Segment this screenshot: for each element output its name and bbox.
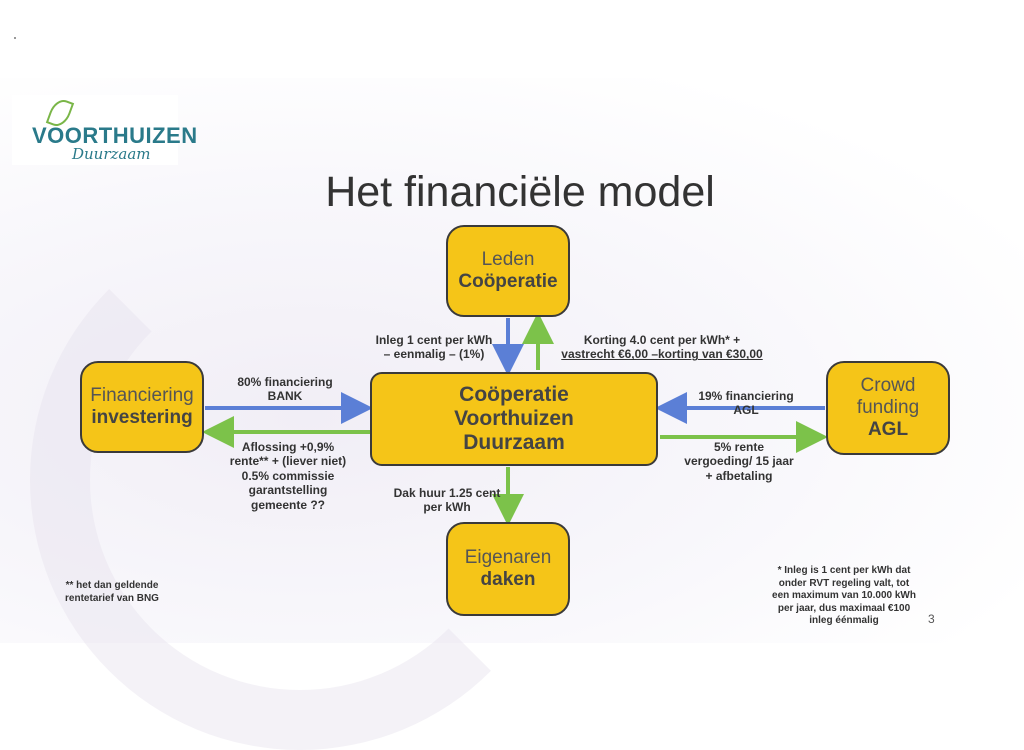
label-aflossing: Aflossing +0,9% rente** + (liever niet) … xyxy=(218,440,358,512)
footnote-right-line5: inleg éénmalig xyxy=(809,615,879,626)
node-eigenaren-line1: Eigenaren xyxy=(464,547,552,569)
label-dakhuur-line1: Dak huur 1.25 cent xyxy=(393,486,501,500)
page-title: Het financiële model xyxy=(325,168,715,216)
footnote-right: * Inleg is 1 cent per kWh dat onder RVT … xyxy=(756,565,932,628)
node-leden-line1: Leden xyxy=(481,249,535,271)
node-leden-line2: Coöperatie xyxy=(458,271,558,292)
label-dakhuur-line2: per kWh xyxy=(423,500,471,515)
footnote-right-line1: * Inleg is 1 cent per kWh dat xyxy=(777,565,911,576)
logo-sub-text: Duurzaam xyxy=(72,145,151,163)
page-number: 3 xyxy=(928,612,935,626)
label-bank-line1: 80% financiering xyxy=(237,375,333,389)
footnote-left: ** het dan geldende rentetarief van BNG xyxy=(50,580,174,605)
node-crowd-line3: AGL xyxy=(867,418,909,440)
label-rente-line1: 5% rente xyxy=(713,440,765,454)
label-rente-line2: vergoeding/ 15 jaar xyxy=(684,454,794,469)
label-inleg-line1: Inleg 1 cent per kWh xyxy=(375,333,493,347)
label-agl: 19% financiering AGL xyxy=(686,389,806,418)
label-rente-line3: + afbetaling xyxy=(705,468,773,483)
footnote-right-line4: per jaar, dus maximaal €100 xyxy=(777,602,911,614)
node-leden: Leden Coöperatie xyxy=(446,225,570,317)
node-center: Coöperatie Voorthuizen Duurzaam xyxy=(370,372,658,466)
label-rente: 5% rente vergoeding/ 15 jaar + afbetalin… xyxy=(672,440,806,483)
node-center-line3: Duurzaam xyxy=(463,431,565,455)
node-center-line2: Voorthuizen xyxy=(454,406,574,430)
logo-main-text: VOORTHUIZEN xyxy=(32,123,198,148)
node-center-line1: Coöperatie xyxy=(459,382,569,406)
node-eigenaren: Eigenaren daken xyxy=(446,522,570,616)
arrows-layer xyxy=(202,312,828,526)
label-aflossing-line4: garantstelling xyxy=(248,483,328,498)
label-dakhuur: Dak huur 1.25 cent per kWh xyxy=(384,486,510,515)
label-agl-line1: 19% financiering xyxy=(698,389,794,403)
node-eigenaren-line2: daken xyxy=(480,569,536,590)
label-bank: 80% financiering BANK xyxy=(224,375,346,404)
node-financiering-line2: investering xyxy=(91,407,193,428)
label-korting: Korting 4.0 cent per kWh* + vastrecht €6… xyxy=(553,333,771,362)
label-korting-line1: Korting 4.0 cent per kWh* + xyxy=(583,333,741,347)
label-korting-line2: vastrecht €6,00 –korting van €30,00 xyxy=(561,347,763,362)
footnote-right-line2: onder RVT regeling valt, tot xyxy=(778,577,910,589)
node-crowd-line1: Crowd xyxy=(860,375,916,397)
node-financiering-line1: Financiering xyxy=(90,385,194,407)
logo: VOORTHUIZEN Duurzaam xyxy=(12,95,197,165)
label-bank-line2: BANK xyxy=(267,389,303,404)
footnote-right-line3: een maximum van 10.000 kWh xyxy=(772,590,916,601)
label-inleg-line2: – eenmalig – (1%) xyxy=(383,347,485,362)
label-inleg: Inleg 1 cent per kWh – eenmalig – (1%) xyxy=(368,333,500,362)
label-aflossing-line5: gemeente ?? xyxy=(250,497,325,512)
label-aflossing-line3: 0.5% commissie xyxy=(241,468,335,483)
footnote-left-line1: ** het dan geldende xyxy=(65,580,159,591)
label-aflossing-line2: rente** + (liever niet) xyxy=(229,454,347,469)
node-financiering: Financiering investering xyxy=(80,361,204,453)
scan-dot xyxy=(14,37,16,39)
label-aflossing-line1: Aflossing +0,9% xyxy=(241,440,335,454)
label-agl-line2: AGL xyxy=(733,403,759,418)
node-crowd: Crowd funding AGL xyxy=(826,361,950,455)
footnote-left-line2: rentetarief van BNG xyxy=(65,592,159,604)
node-crowd-line2: funding xyxy=(856,397,920,419)
